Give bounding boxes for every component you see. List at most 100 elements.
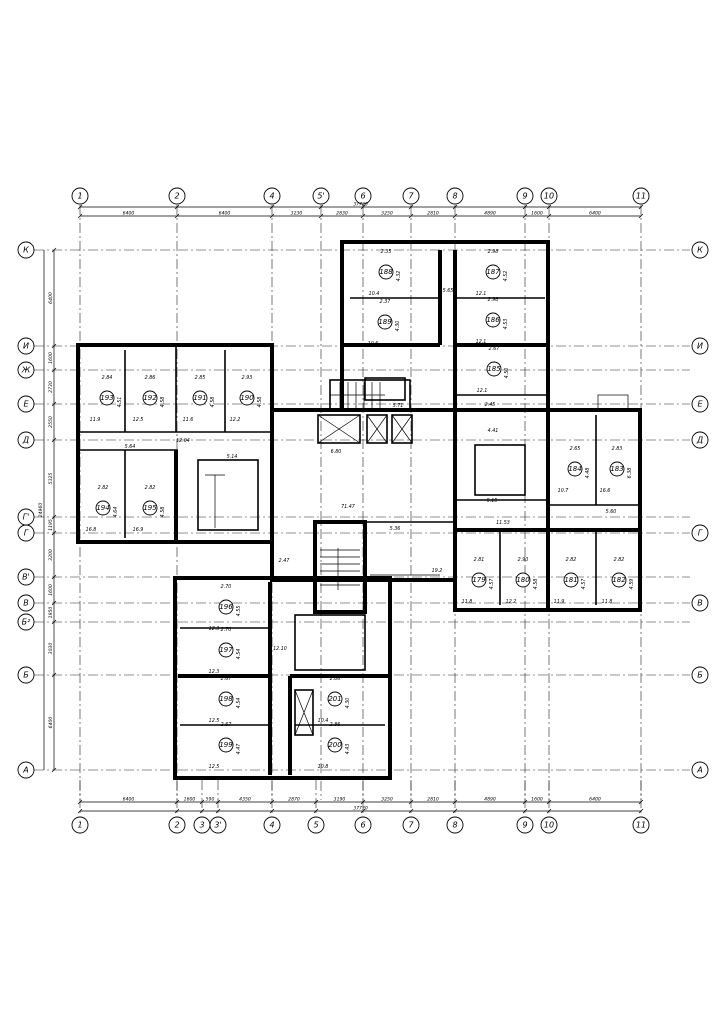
room-width: 2.86: [330, 722, 341, 728]
room-length: 4.64: [113, 507, 119, 518]
room-number-bubble: [485, 264, 501, 280]
axis-label: Г': [23, 513, 30, 522]
room-number: 193: [100, 394, 113, 402]
axis-bubble: [691, 594, 709, 612]
elevator-shafts: [317, 414, 413, 444]
label-corridor-right: 11.53: [496, 520, 510, 526]
axis-bubble: [17, 594, 35, 612]
dimension-total: 24960: [38, 503, 44, 518]
axis-bubble: [17, 761, 35, 779]
room-area: 12.2: [506, 599, 517, 605]
room-width: 2.65: [570, 446, 581, 452]
room-number: 182: [612, 576, 626, 584]
label-room-small: 2.47: [279, 558, 290, 564]
room-width: 2.67: [489, 346, 500, 352]
axis-label: 4: [269, 192, 274, 201]
room-number: 201: [328, 695, 341, 703]
axis-label: 7: [408, 192, 414, 201]
axis-label: 6: [360, 192, 365, 201]
label-lobby-width: 6.80: [331, 449, 342, 455]
dimension-label: 2830: [336, 211, 348, 217]
label-window-area: 19.2: [432, 568, 443, 574]
room-width: 2.82: [145, 485, 156, 491]
room-number-bubble: [471, 572, 487, 588]
axis-label: 2: [174, 192, 179, 201]
dimension-label: 6400: [48, 717, 54, 729]
room-length: 4.30: [345, 698, 351, 709]
dimension-label: 4350: [239, 797, 251, 803]
room-area: 11.8: [602, 599, 613, 605]
axis-label: 11: [636, 192, 646, 201]
room-area: 12.3: [209, 669, 220, 675]
room-length: 4.32: [396, 271, 402, 282]
room-width: 2.35: [381, 249, 392, 255]
dimension-label: 2730: [48, 381, 54, 393]
dimension-label: 3250: [381, 797, 393, 803]
room-number-bubble: [611, 572, 627, 588]
room-number: 199: [219, 741, 233, 749]
room-length: 4.59: [629, 579, 635, 590]
room-number-bubble: [142, 500, 158, 516]
axis-bubble: [691, 666, 709, 684]
dimension-label: 6400: [123, 797, 135, 803]
axis-bubble: [307, 816, 325, 834]
room-area: 12.2: [230, 417, 241, 423]
room-number-bubble: [239, 390, 255, 406]
dimension-label: 3230: [291, 211, 303, 217]
axis-bubble: [17, 666, 35, 684]
room-area: 16.8: [86, 527, 97, 533]
room-number: 185: [487, 365, 501, 373]
axis-label: Б²: [22, 618, 31, 627]
room-length: 4.58: [160, 397, 166, 408]
room-number-bubble: [486, 361, 502, 377]
room-number: 191: [193, 394, 206, 402]
misc-labels: 71.4712.0411.5312.106.805.715.364.412.45…: [125, 288, 617, 652]
axis-bubble: [263, 187, 281, 205]
dimension-label: 6400: [123, 211, 135, 217]
label-hall-area: 71.47: [341, 504, 355, 510]
axis-label: Е: [23, 400, 29, 409]
room-width: 2.84: [102, 375, 113, 381]
axis-label: 4: [269, 821, 274, 830]
room-width: 2.98: [488, 249, 499, 255]
label-corridor-length-2: 5.60: [606, 509, 617, 515]
axis-label: К: [23, 246, 29, 255]
room-number-bubble: [218, 599, 234, 615]
dimension-label: 4890: [484, 797, 496, 803]
axis-label: 3: [199, 821, 204, 830]
axis-label: Б: [23, 671, 29, 680]
axis-bubble: [446, 187, 464, 205]
room-length: 4.57: [489, 579, 495, 590]
dimension-label: 1600: [48, 352, 54, 364]
room-number: 195: [143, 504, 157, 512]
label-corridor-left: 12.04: [176, 438, 190, 444]
label-stair-top-area: 5.71: [393, 403, 404, 409]
room-width: 2.83: [612, 446, 623, 452]
axis-label: 2: [174, 821, 179, 830]
room-width: 2.86: [145, 375, 156, 381]
axis-bubble: [312, 187, 330, 205]
axis-bubble: [540, 816, 558, 834]
dimension-label: 6400: [589, 797, 601, 803]
label-corridor-center: 5.36: [390, 526, 401, 532]
room-area: 11.9: [554, 599, 565, 605]
axis-label: 5': [317, 192, 324, 201]
room-length: 4.58: [160, 507, 166, 518]
axis-label: В: [697, 599, 703, 608]
room-area: 12.1: [476, 291, 487, 297]
room-area: 10.8: [318, 764, 329, 770]
axis-bubble: [17, 337, 35, 355]
